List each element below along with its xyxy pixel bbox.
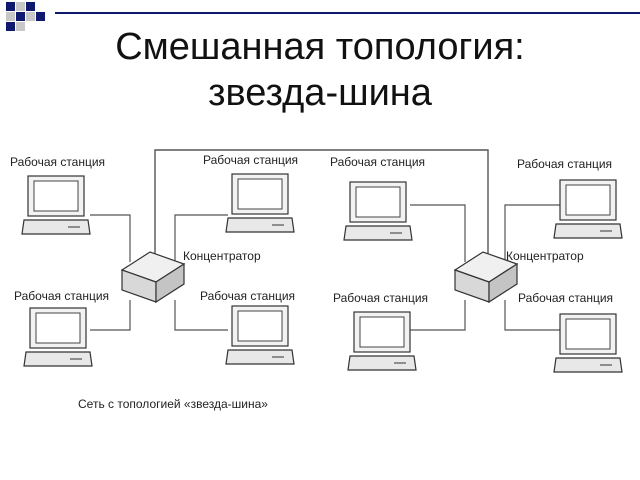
- diagram-caption: Сеть с топологией «звезда-шина»: [78, 397, 268, 411]
- workstation-label: Рабочая станция: [517, 157, 612, 171]
- workstation-label: Рабочая станция: [200, 289, 295, 303]
- decorative-corner-squares: [6, 2, 50, 32]
- workstation-label: Рабочая станция: [518, 291, 613, 305]
- workstation-label: Рабочая станция: [333, 291, 428, 305]
- slide-title: Смешанная топология: звезда-шина: [0, 24, 640, 116]
- workstation-label: Рабочая станция: [10, 155, 105, 169]
- workstation-bottom-right: Рабочая станция: [518, 291, 623, 373]
- workstation-top-left: Рабочая станция: [10, 155, 105, 235]
- hub-right: Концентратор: [454, 249, 584, 303]
- workstation-top-right: Рабочая станция: [517, 157, 623, 239]
- workstation-bottom-center-right: Рабочая станция: [333, 291, 428, 371]
- header-rule: [55, 12, 640, 14]
- slide-title-line-1: Смешанная топология:: [115, 26, 525, 68]
- workstation-top-center-right: Рабочая станция: [330, 155, 425, 241]
- right-hub-links: [410, 204, 560, 331]
- left-hub-links: [90, 214, 228, 331]
- workstation-label: Рабочая станция: [330, 155, 425, 169]
- workstation-label: Рабочая станция: [14, 289, 109, 303]
- hub-label: Концентратор: [506, 249, 584, 263]
- workstation-label: Рабочая станция: [203, 153, 298, 167]
- workstation-bottom-left: Рабочая станция: [14, 289, 109, 367]
- hub-left: Концентратор: [121, 249, 261, 303]
- workstation-bottom-center-left: Рабочая станция: [200, 289, 295, 365]
- bus-backbone-line: [154, 149, 489, 275]
- hub-label: Концентратор: [183, 249, 261, 263]
- slide-title-line-2: звезда-шина: [208, 72, 432, 114]
- workstation-top-center-left: Рабочая станция: [203, 153, 298, 233]
